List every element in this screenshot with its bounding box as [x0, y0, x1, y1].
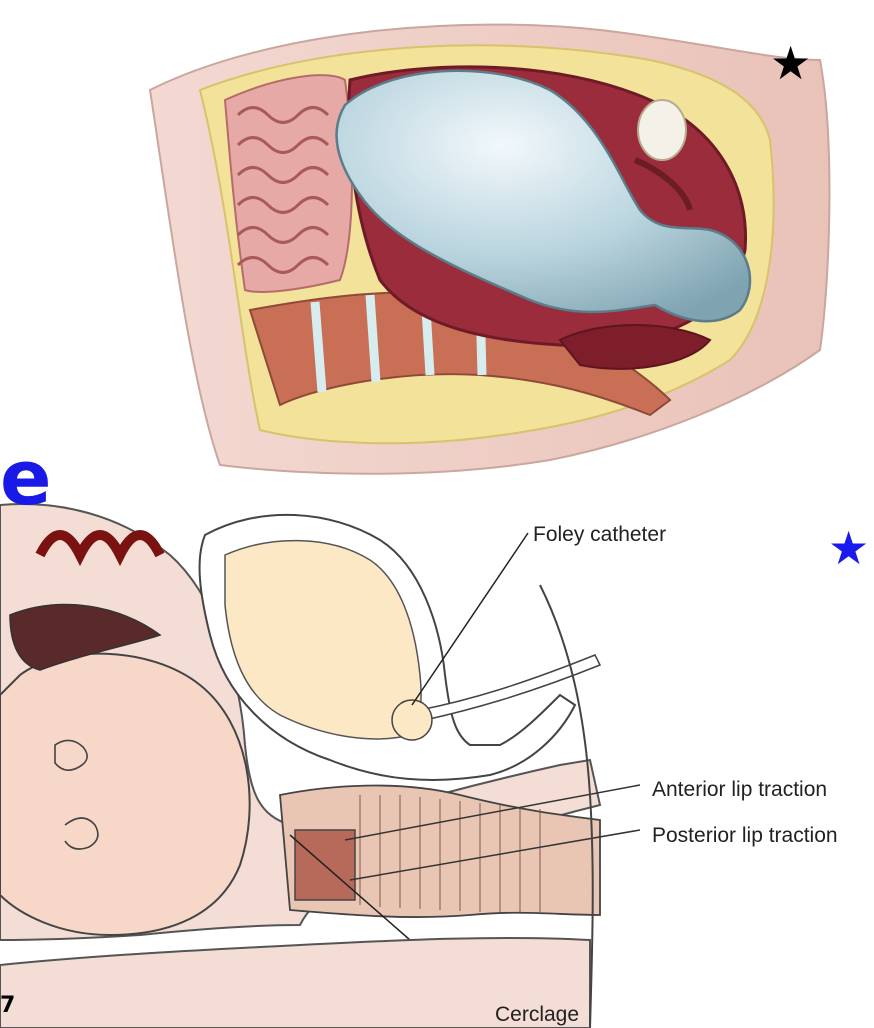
cerclage-procedure-illustration	[0, 495, 874, 1028]
foley-catheter-label: Foley catheter	[533, 523, 666, 547]
cerclage-label: Cerclage	[495, 1003, 579, 1027]
cut-off-title-letter: e	[0, 440, 52, 516]
pelvic-anatomy-illustration	[130, 20, 850, 480]
posterior-lip-traction-label: Posterior lip traction	[652, 824, 838, 848]
black-star-icon: ★	[770, 40, 811, 86]
page-number-fragment: 7	[0, 993, 15, 1018]
anterior-lip-traction-label: Anterior lip traction	[652, 778, 827, 802]
blue-star-icon: ★	[828, 525, 869, 571]
